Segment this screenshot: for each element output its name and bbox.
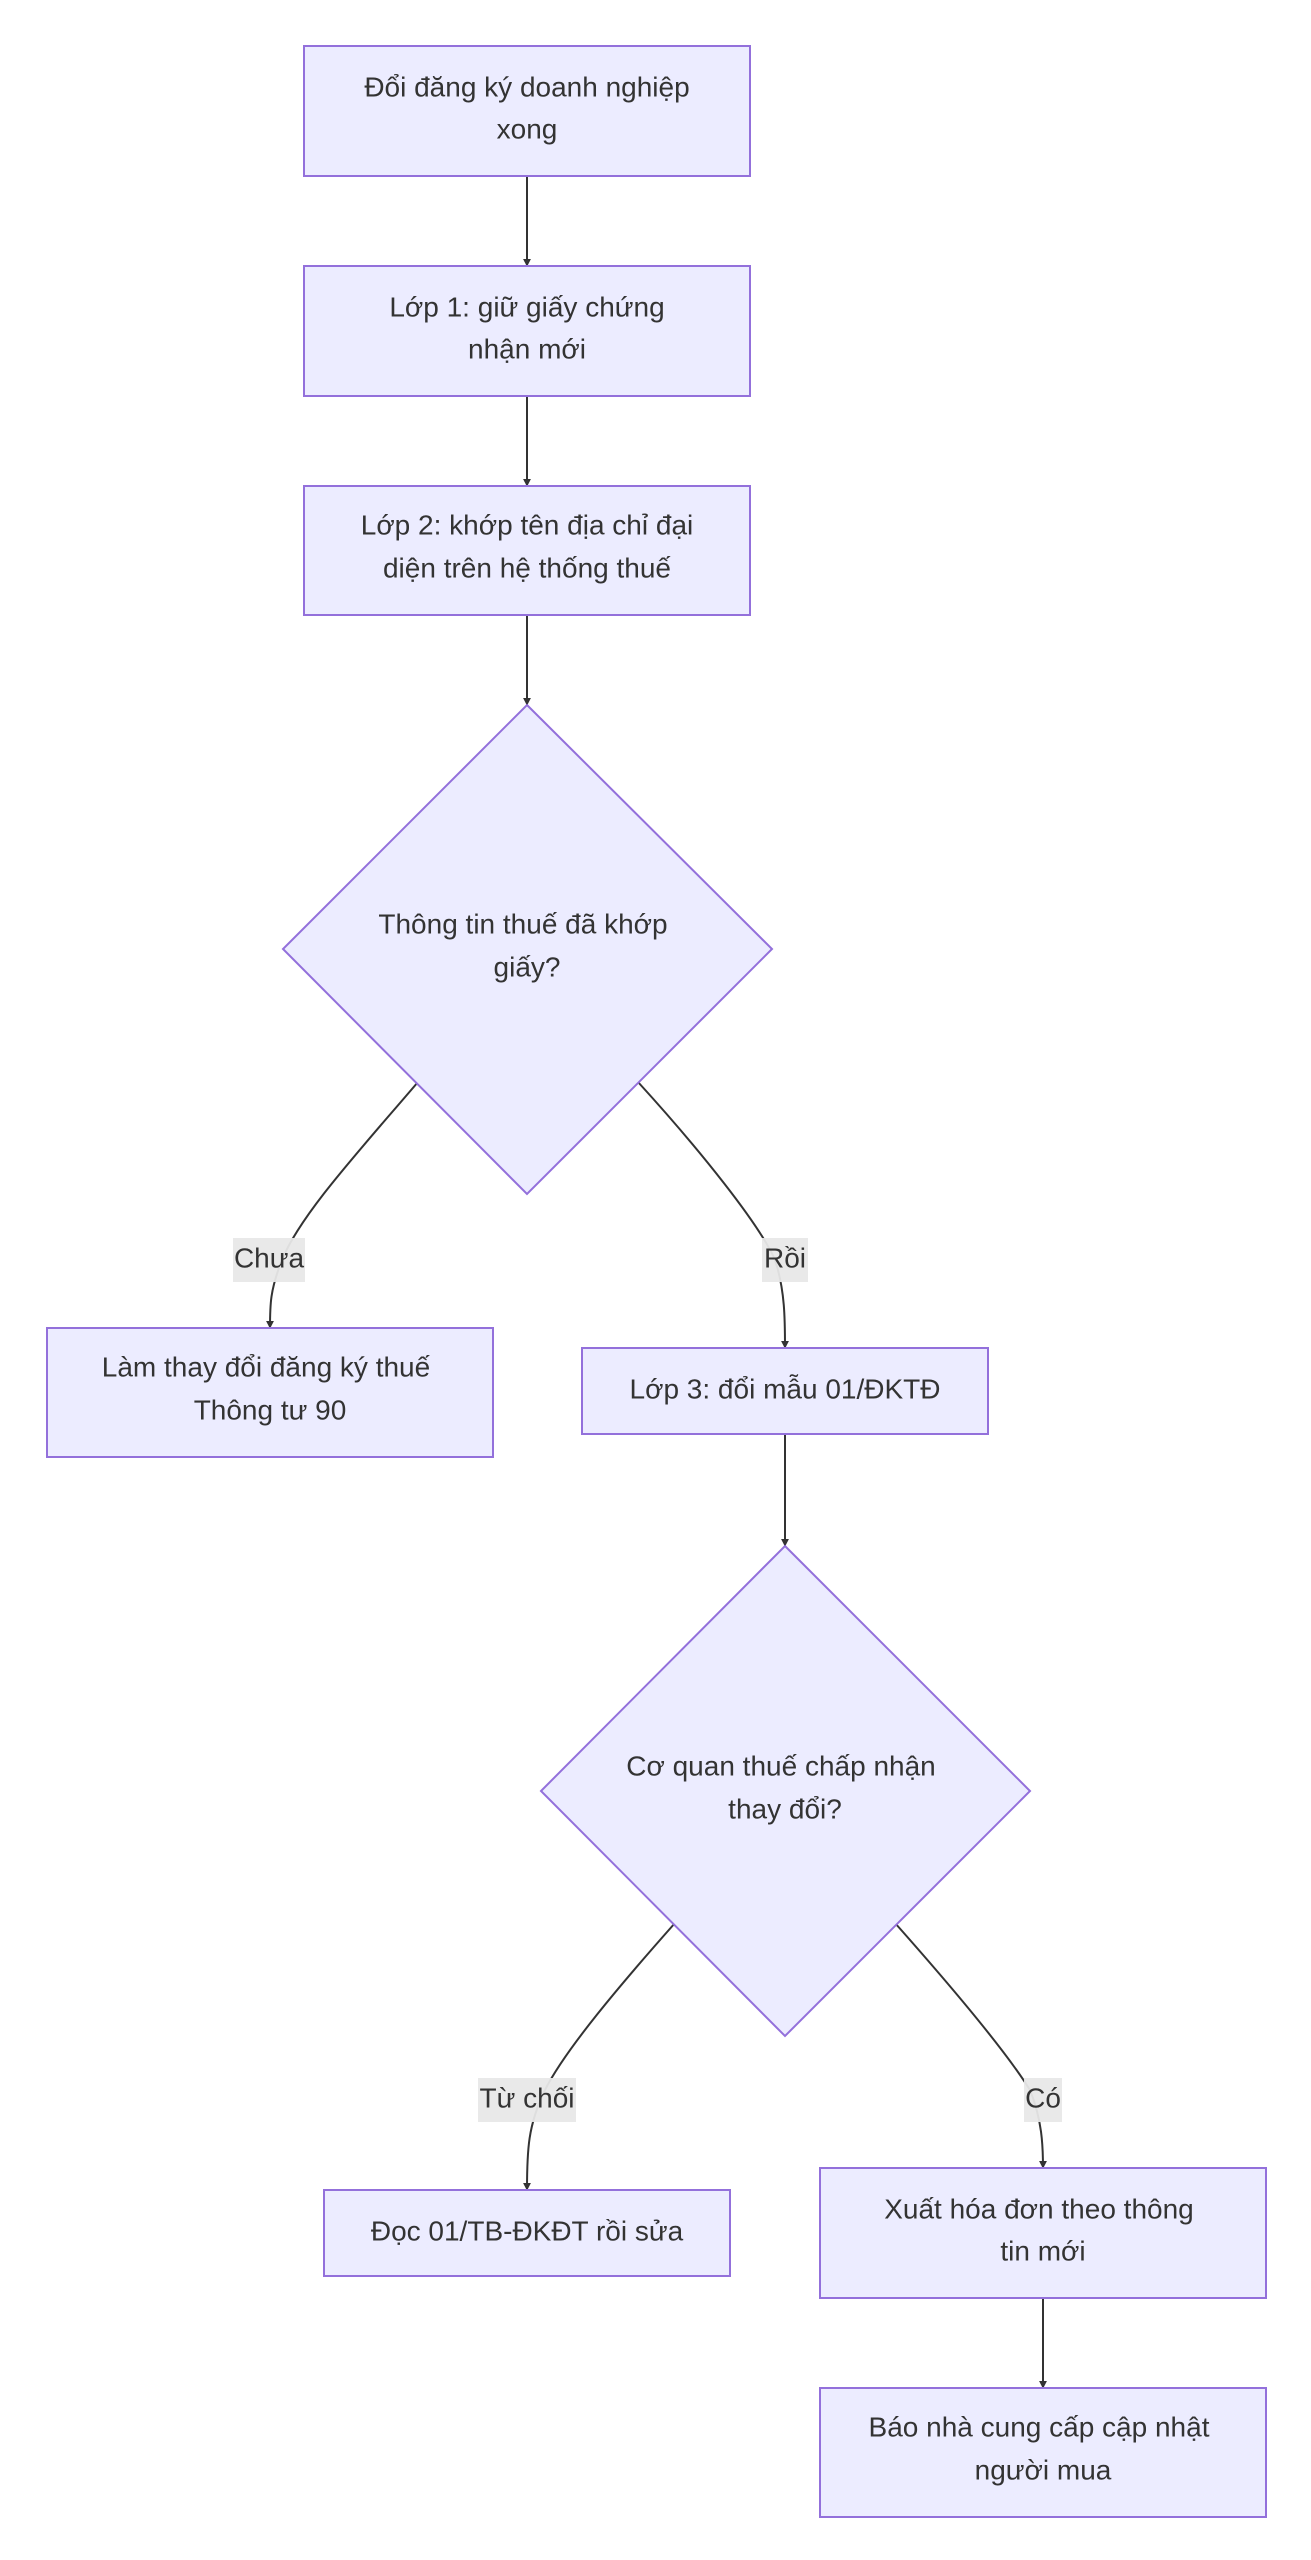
edge-labels: Chưa Rồi Từ chối Có (233, 1238, 1062, 2122)
edge-label-tu-choi-bg (478, 2078, 576, 2122)
node-decision2-diamond (539, 1544, 1032, 2038)
node-decision2-line-1: Cơ quan thuế chấp nhận (626, 1750, 936, 1781)
node-decision1: Thông tin thuế đã khớp giấy? (281, 703, 774, 1196)
edge-decision2-to-issue-invoice (894, 1922, 1047, 2169)
node-layer3-box (581, 1347, 989, 1435)
edge-label-roi: Rồi (762, 1238, 808, 1282)
node-start-line-2: xong (497, 113, 558, 144)
node-decision2: Cơ quan thuế chấp nhận thay đổi? (539, 1544, 1032, 2038)
node-layer3: Lớp 3: đổi mẫu 01/ĐKTĐ (581, 1347, 989, 1435)
node-layer2: Lớp 2: khớp tên địa chỉ đại diện trên hệ… (303, 485, 751, 616)
edge-decision1-to-layer3 (637, 1081, 789, 1349)
node-notify-supplier: Báo nhà cung cấp cập nhật người mua (819, 2387, 1267, 2518)
node-decision1-diamond (281, 703, 774, 1196)
edge-decision1-to-change-reg (266, 1081, 419, 1329)
edge-label-chua: Chưa (233, 1238, 305, 1282)
node-issue-invoice-line-1: Xuất hóa đơn theo thông (884, 2193, 1194, 2224)
edge-label-roi-text: Rồi (764, 1242, 806, 1273)
edge-label-co: Có (1024, 2078, 1062, 2122)
node-issue-invoice-line-2: tin mới (1000, 2235, 1085, 2266)
edge-label-co-text: Có (1025, 2082, 1061, 2113)
node-change-reg-line-2: Thông tư 90 (194, 1394, 347, 1425)
node-layer1-line-1: Lớp 1: giữ giấy chứng (389, 291, 664, 322)
node-layer2-box (303, 485, 751, 616)
node-layer2-line-1: Lớp 2: khớp tên địa chỉ đại (361, 509, 694, 540)
node-start: Đổi đăng ký doanh nghiệp xong (303, 45, 751, 177)
node-change-reg-line-1: Làm thay đổi đăng ký thuế (102, 1351, 431, 1382)
node-layer1-box (303, 265, 751, 397)
node-layer1-line-2: nhận mới (468, 333, 586, 364)
node-layer3-line-1: Lớp 3: đổi mẫu 01/ĐKTĐ (630, 1373, 941, 1404)
edge-label-tu-choi-text: Từ chối (480, 2082, 575, 2113)
node-read-notice: Đọc 01/TB-ĐKĐT rồi sửa (323, 2189, 731, 2277)
edge-label-chua-text: Chưa (234, 1242, 305, 1273)
node-start-box (303, 45, 751, 177)
node-layer1: Lớp 1: giữ giấy chứng nhận mới (303, 265, 751, 397)
node-notify-supplier-line-2: người mua (975, 2454, 1112, 2485)
node-change-reg-box (46, 1327, 494, 1458)
node-change-reg: Làm thay đổi đăng ký thuế Thông tư 90 (46, 1327, 494, 1458)
node-decision1-line-1: Thông tin thuế đã khớp (378, 908, 667, 939)
node-notify-supplier-line-1: Báo nhà cung cấp cập nhật (869, 2411, 1210, 2442)
node-issue-invoice: Xuất hóa đơn theo thông tin mới (819, 2167, 1267, 2299)
node-decision1-line-2: giấy? (494, 951, 561, 982)
edge-decision2-to-read-notice (523, 1922, 676, 2191)
node-start-line-1: Đổi đăng ký doanh nghiệp (364, 71, 689, 102)
nodes: Đổi đăng ký doanh nghiệp xong Lớp 1: giữ… (46, 45, 1267, 2518)
node-issue-invoice-box (819, 2167, 1267, 2299)
node-layer2-line-2: diện trên hệ thống thuế (383, 552, 671, 583)
node-read-notice-box (323, 2189, 731, 2277)
edge-label-roi-bg (762, 1238, 808, 1282)
edge-label-tu-choi: Từ chối (478, 2078, 576, 2122)
node-read-notice-line-1: Đọc 01/TB-ĐKĐT rồi sửa (371, 2215, 684, 2246)
node-notify-supplier-box (819, 2387, 1267, 2518)
edge-label-chua-bg (233, 1238, 305, 1282)
edge-label-co-bg (1024, 2078, 1062, 2122)
node-decision2-line-2: thay đổi? (728, 1793, 842, 1824)
